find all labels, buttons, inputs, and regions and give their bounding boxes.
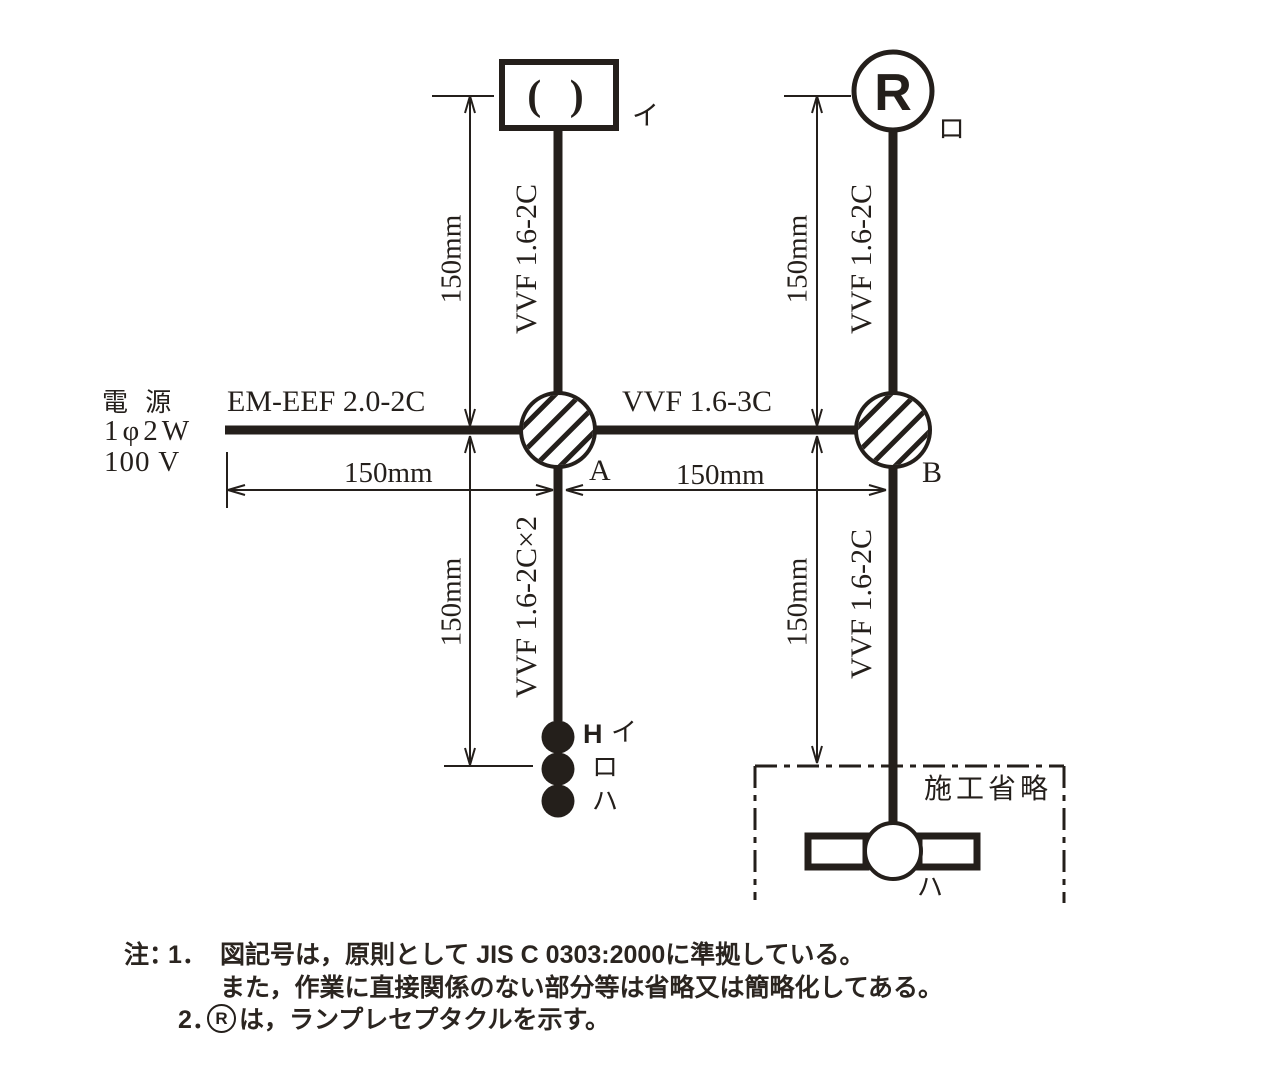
ceiling-light-tag: イ bbox=[632, 101, 659, 131]
note1-line2: また，作業に直接関係のない部分等は省略又は簡略化してある。 bbox=[220, 974, 944, 1002]
note2-text: は，ランプレセプタクルを示す。 bbox=[239, 1006, 611, 1034]
junction-box-b-symbol bbox=[854, 391, 932, 469]
junction-a-label: A bbox=[589, 454, 611, 487]
note2-receptacle-icon: R bbox=[207, 1004, 236, 1033]
power-source-label: 電 源 bbox=[102, 387, 177, 417]
dimension-lines bbox=[226, 95, 887, 767]
cable-label-a-down: VVF 1.6-2C×2 bbox=[510, 516, 543, 698]
omitted-lamp-tag: ハ bbox=[917, 872, 944, 902]
ceiling-light-glyph: ( ) bbox=[527, 73, 593, 119]
cable-label-a-to-b: VVF 1.6-3C bbox=[622, 385, 773, 418]
junction-b-label: B bbox=[922, 456, 943, 489]
lamp-receptacle-glyph: R bbox=[874, 64, 912, 122]
switch-h-prefix: H bbox=[583, 719, 603, 749]
dim-label-b-up: 150mm bbox=[781, 214, 814, 304]
note1-line1: 図記号は，原則として JIS C 0303:2000に準拠している。 bbox=[220, 941, 865, 969]
switch-symbol-ha bbox=[541, 784, 575, 818]
junction-box-a-symbol bbox=[519, 391, 597, 469]
switch-tag-ro: ロ bbox=[592, 752, 619, 782]
omitted-lamp-symbol bbox=[804, 821, 981, 881]
cable-label-b-up: VVF 1.6-2C bbox=[845, 183, 878, 335]
switch-symbols bbox=[541, 720, 575, 818]
ceiling-light-symbol bbox=[499, 59, 619, 131]
dim-label-b-down: 150mm bbox=[781, 557, 814, 647]
omission-boundary bbox=[753, 764, 1066, 903]
note-prefix: 注： bbox=[124, 941, 175, 969]
dim-label-left: 150mm bbox=[344, 457, 433, 489]
switch-symbol-ro bbox=[541, 752, 575, 786]
switch-tag-i: イ bbox=[611, 717, 638, 747]
power-voltage-label: 100 V bbox=[104, 446, 181, 478]
lamp-receptacle-tag: ロ bbox=[938, 114, 965, 144]
switch-tag-ha: ハ bbox=[592, 786, 619, 816]
note1-number: 1． bbox=[168, 941, 207, 969]
cable-label-source: EM-EEF 2.0-2C bbox=[227, 385, 426, 418]
cable-label-a-up: VVF 1.6-2C bbox=[510, 183, 543, 335]
cable-label-b-down: VVF 1.6-2C bbox=[845, 528, 878, 680]
omission-title: 施工省略 bbox=[924, 773, 1053, 804]
dim-label-a-up: 150mm bbox=[435, 214, 468, 304]
power-phase-label: 1φ2W bbox=[104, 415, 194, 447]
dim-label-right: 150mm bbox=[676, 459, 765, 491]
lamp-receptacle-symbol bbox=[851, 49, 935, 133]
dim-label-a-down: 150mm bbox=[435, 557, 468, 647]
switch-symbol-i bbox=[541, 720, 575, 754]
